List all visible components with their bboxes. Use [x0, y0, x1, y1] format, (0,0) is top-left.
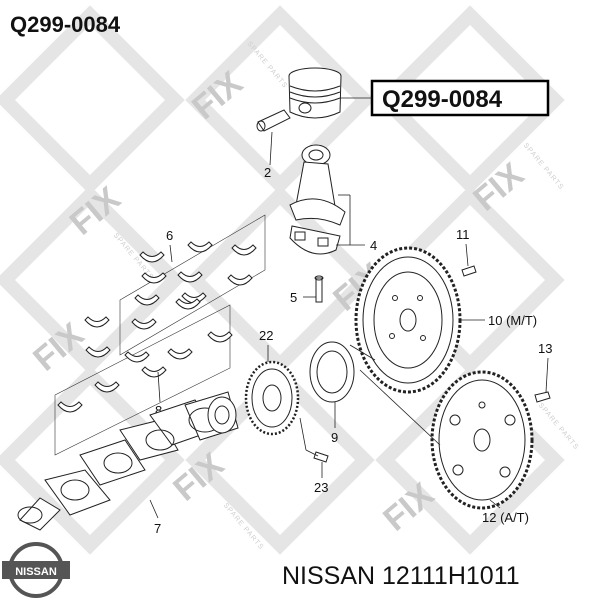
label-11: 11 [456, 227, 470, 242]
flywheel-mt [354, 246, 462, 394]
label-13: 13 [538, 341, 552, 356]
label-10: 10 (M/T) [488, 313, 537, 328]
watermark-tagline: SPARE PARTS [245, 40, 288, 90]
label-8: 8 [155, 403, 162, 418]
bearing-shell-set-lower [54, 298, 233, 456]
drive-plate-bolt [534, 391, 551, 403]
label-12: 12 (A/T) [482, 510, 529, 525]
header-part-code: Q299-0084 [10, 12, 121, 37]
piston-pin [256, 109, 291, 166]
watermark-brand: FIX [26, 315, 91, 378]
rod-bolt [314, 275, 324, 303]
rear-oil-seal [309, 341, 355, 403]
connecting-rod [289, 144, 346, 226]
piston [288, 67, 342, 119]
bearing-shell-set-upper [119, 214, 266, 356]
label-2: 2 [264, 165, 271, 180]
label-23: 23 [314, 480, 328, 495]
sprocket-bolt [313, 451, 329, 463]
crankshaft [17, 391, 239, 531]
label-9: 9 [331, 430, 338, 445]
label-4: 4 [370, 238, 377, 253]
watermark-brand: FIX [376, 475, 441, 538]
callout-part-code: Q299-0084 [382, 86, 503, 113]
watermark-brand: FIX [185, 64, 250, 127]
label-22: 22 [259, 328, 273, 343]
nissan-logo-text: NISSAN [15, 566, 57, 578]
nissan-logo: NISSAN [2, 542, 70, 598]
flywheel-bolt [461, 265, 477, 277]
label-7: 7 [154, 521, 161, 536]
label-5: 5 [290, 290, 297, 305]
crank-sprocket [244, 360, 300, 436]
footer-part-number: NISSAN 12111H1011 [282, 562, 520, 590]
label-6: 6 [166, 228, 173, 243]
rod-cap [289, 225, 341, 255]
drive-plate-at [430, 370, 534, 510]
part-code-callout: Q299-0084 [340, 79, 550, 117]
